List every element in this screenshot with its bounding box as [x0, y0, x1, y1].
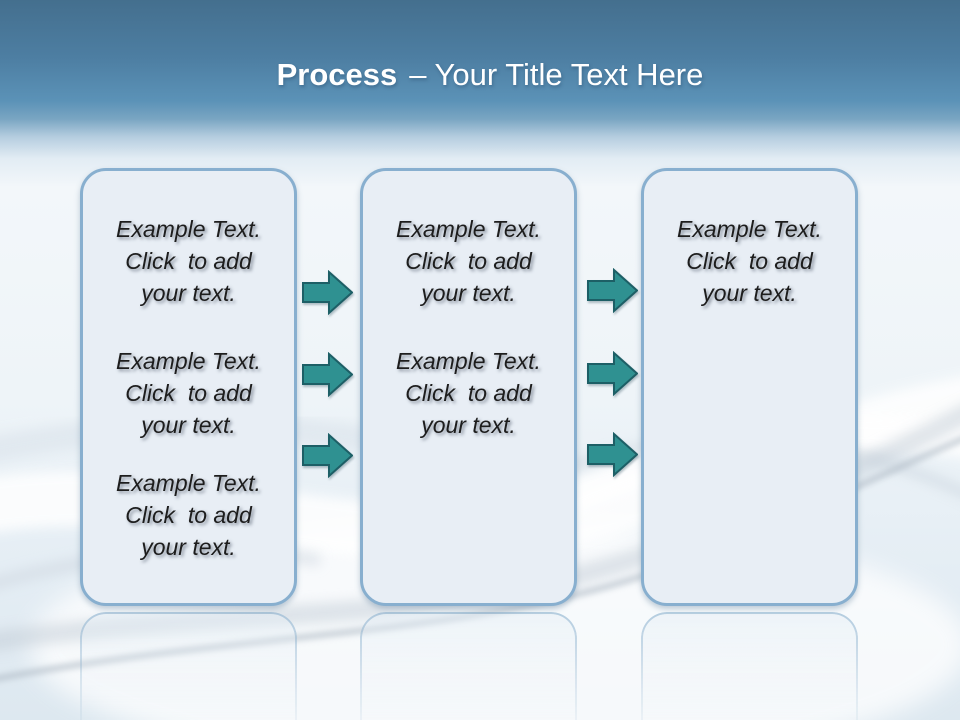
right-arrow-icon	[587, 432, 638, 477]
box-reflection	[80, 612, 297, 720]
text-placeholder[interactable]: Example Text. Click to add your text.	[116, 345, 261, 441]
arrow-shape[interactable]	[587, 351, 638, 396]
process-step-box-3[interactable]: Example Text. Click to add your text.	[641, 168, 858, 606]
text-line: Example Text.	[116, 216, 261, 242]
text-line: Click to add	[405, 380, 532, 406]
text-placeholder[interactable]: Example Text. Click to add your text.	[396, 345, 541, 441]
text-placeholder[interactable]: Example Text. Click to add your text.	[116, 467, 261, 563]
text-line: Click to add	[686, 248, 813, 274]
text-line: Example Text.	[396, 348, 541, 374]
text-line: your text.	[141, 534, 236, 560]
text-line: your text.	[141, 280, 236, 306]
text-line: Example Text.	[116, 348, 261, 374]
text-line: Example Text.	[677, 216, 822, 242]
text-line: Click to add	[405, 248, 532, 274]
arrow-shape[interactable]	[302, 270, 353, 315]
box-reflection	[641, 612, 858, 720]
right-arrow-icon	[302, 270, 353, 315]
right-arrow-icon	[302, 352, 353, 397]
text-line: your text.	[702, 280, 797, 306]
text-line: Click to add	[125, 502, 252, 528]
text-line: Example Text.	[116, 470, 261, 496]
text-line: Example Text.	[396, 216, 541, 242]
text-placeholder[interactable]: Example Text. Click to add your text.	[116, 213, 261, 309]
text-line: Click to add	[125, 248, 252, 274]
arrow-shape[interactable]	[302, 352, 353, 397]
text-placeholder[interactable]: Example Text. Click to add your text.	[396, 213, 541, 309]
title-placeholder-text: – Your Title Text Here	[409, 57, 704, 92]
arrow-shape[interactable]	[587, 432, 638, 477]
process-step-box-1[interactable]: Example Text. Click to add your text. Ex…	[80, 168, 297, 606]
right-arrow-icon	[302, 433, 353, 478]
text-line: your text.	[421, 280, 516, 306]
arrow-shape[interactable]	[587, 268, 638, 313]
process-step-box-2[interactable]: Example Text. Click to add your text. Ex…	[360, 168, 577, 606]
text-placeholder[interactable]: Example Text. Click to add your text.	[677, 213, 822, 309]
title-keyword: Process	[276, 57, 398, 92]
slide-title[interactable]: Process – Your Title Text Here	[0, 56, 960, 94]
box-reflection	[360, 612, 577, 720]
text-line: your text.	[141, 412, 236, 438]
right-arrow-icon	[587, 268, 638, 313]
text-line: your text.	[421, 412, 516, 438]
right-arrow-icon	[587, 351, 638, 396]
arrow-shape[interactable]	[302, 433, 353, 478]
text-line: Click to add	[125, 380, 252, 406]
